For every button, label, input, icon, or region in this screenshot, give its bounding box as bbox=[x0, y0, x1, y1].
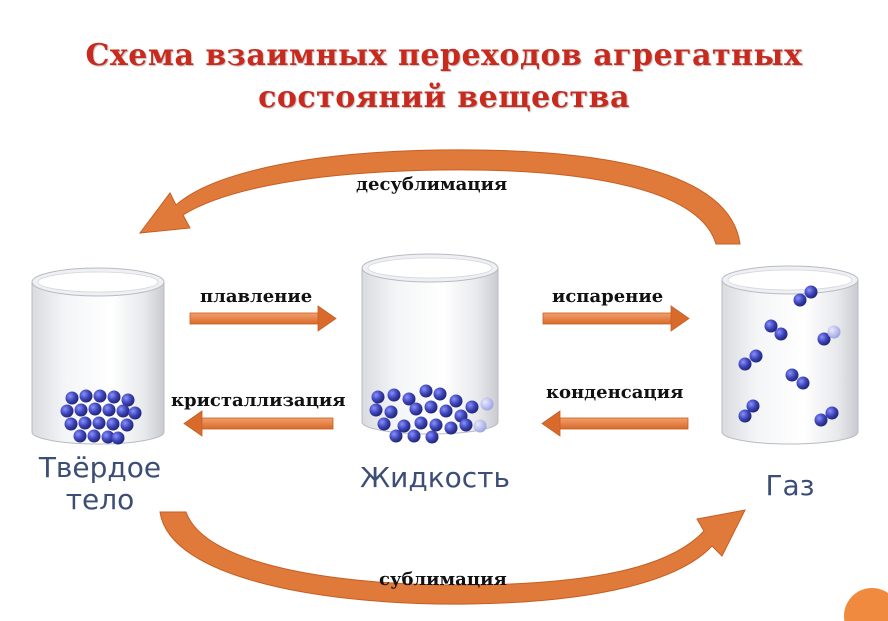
melting-arrow bbox=[189, 305, 337, 332]
evaporation-arrow bbox=[542, 305, 690, 332]
diagram-title-line1: Схема взаимных переходов агрегатных bbox=[85, 38, 803, 73]
label-sublimation: сублимация bbox=[379, 569, 507, 590]
desublimation-arrow bbox=[138, 149, 741, 245]
state-liquid-label: Жидкость bbox=[360, 461, 510, 494]
state-gas-label: Газ bbox=[765, 469, 815, 502]
sublimation-arrow bbox=[159, 509, 746, 605]
liquid-particles bbox=[369, 384, 494, 444]
label-crystallization: кристаллизация bbox=[171, 390, 346, 411]
state-solid-label: Твёрдое тело bbox=[30, 452, 170, 516]
crystallization-arrow bbox=[183, 410, 334, 437]
gas-particles bbox=[738, 285, 841, 427]
solid-container bbox=[31, 267, 165, 445]
diagram-title-line2: состояний вещества bbox=[258, 80, 630, 115]
label-evaporation: испарение bbox=[552, 286, 664, 307]
corner-decoration-circle bbox=[844, 588, 888, 621]
state-solid-line1: Твёрдое bbox=[38, 451, 162, 484]
solid-particles bbox=[60, 389, 142, 445]
liquid-container bbox=[361, 253, 499, 444]
condensation-arrow bbox=[541, 410, 689, 437]
label-desublimation: десублимация bbox=[356, 174, 508, 195]
label-condensation: конденсация bbox=[546, 382, 684, 403]
gas-container bbox=[721, 265, 859, 445]
state-solid-line2: тело bbox=[65, 483, 135, 516]
label-melting: плавление bbox=[200, 286, 313, 307]
